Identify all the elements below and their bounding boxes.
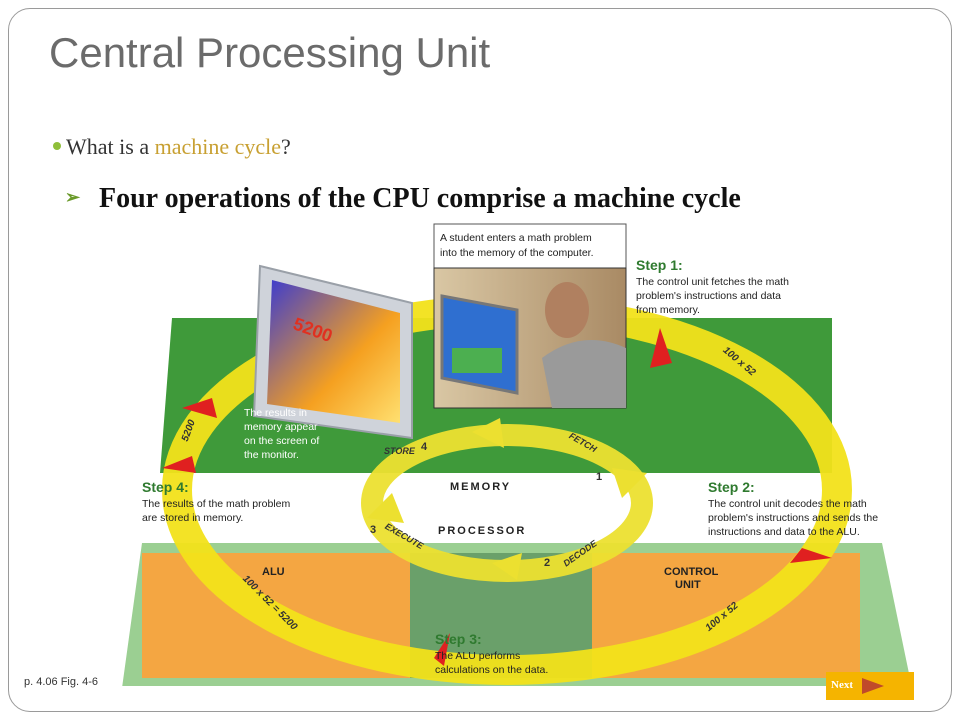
results-line-2: memory appear — [244, 421, 318, 433]
next-button[interactable]: Next — [826, 672, 914, 700]
next-arrow-icon — [862, 678, 884, 694]
svg-text:The results of the math proble: The results of the math problem are stor… — [142, 498, 293, 524]
inner-arrowhead-execute — [367, 493, 404, 523]
red-marker-step4 — [162, 456, 196, 473]
sub-bullet-text: Four operations of the CPU comprise a ma… — [99, 183, 741, 214]
bullet-dot-icon — [53, 141, 61, 150]
cycle-number-4: 4 — [421, 441, 428, 453]
intro-callout — [433, 223, 627, 269]
cycle-store-label: STORE — [384, 446, 416, 456]
intro-line-2: into the memory of the computer. — [440, 247, 594, 259]
cycle-number-1: 1 — [596, 471, 602, 483]
step1-line-1: The control unit fetches the math — [636, 276, 789, 288]
step1-line-2: problem's instructions and data — [636, 290, 781, 302]
step2-line-2: problem's instructions and sends the — [708, 512, 878, 524]
page-title: Central Processing Unit — [49, 29, 491, 76]
svg-text:A student enters a math proble: A student enters a math problem into the… — [440, 232, 595, 259]
step2-line-3: instructions and data to the ALU. — [708, 526, 860, 538]
step2-title: Step 2: — [708, 479, 755, 495]
bullet-highlight: machine cycle — [154, 134, 282, 159]
step3-line-1: The ALU performs — [435, 650, 520, 662]
step4-line-1: The results of the math problem — [142, 498, 290, 510]
control-unit-label-1: CONTROL — [664, 566, 719, 578]
results-line-1: The results in — [244, 407, 307, 419]
svg-text:The control unit decodes the m: The control unit decodes the math proble… — [708, 498, 881, 538]
step4-title: Step 4: — [142, 479, 189, 495]
step1-title: Step 1: — [636, 257, 683, 273]
step2-line-1: The control unit decodes the math — [708, 498, 867, 510]
student-head — [545, 282, 589, 338]
red-marker-step1 — [650, 328, 672, 368]
svg-text:The ALU performs calculati: The ALU performs calculations on the dat… — [435, 650, 548, 676]
control-unit-label-2: UNIT — [675, 579, 701, 591]
results-line-4: the monitor. — [244, 449, 299, 461]
red-marker-step2 — [790, 548, 832, 563]
inner-arrowhead-decode — [492, 553, 522, 580]
monitor-screen — [267, 280, 400, 423]
intro-line-1: A student enters a math problem — [440, 232, 592, 244]
cycle-number-2: 2 — [544, 557, 550, 569]
arrow-bullet-icon: ➢ — [65, 187, 81, 208]
inner-arrowhead-fetch — [612, 468, 647, 498]
red-marker-monitor — [182, 398, 217, 418]
machine-cycle-figure: 5200 A student enters a math problem int… — [122, 223, 912, 686]
step4-line-2: are stored in memory. — [142, 512, 243, 524]
step3-title: Step 3: — [435, 631, 482, 647]
memory-label: MEMORY — [450, 481, 511, 493]
sub-bullet: ➢ Four operations of the CPU comprise a m… — [65, 183, 741, 215]
results-line-3: on the screen of — [244, 435, 319, 447]
svg-text:CONTROL UNIT: CONTROL UNIT — [664, 566, 721, 591]
student-body — [542, 340, 626, 408]
processor-label: PROCESSOR — [438, 525, 526, 537]
bullet-text-before: What is a — [66, 134, 155, 159]
inner-arrowhead-store — [472, 418, 504, 448]
cycle-number-3: 3 — [370, 524, 376, 536]
next-label: Next — [831, 679, 853, 691]
svg-text:The results in memory appe: The results in memory appear on the scre… — [244, 407, 322, 461]
svg-text:The control unit fetches the m: The control unit fetches the math proble… — [636, 276, 792, 316]
alu-label: ALU — [262, 566, 285, 578]
bullet-question: What is a machine cycle? — [53, 134, 291, 160]
step1-line-3: from memory. — [636, 304, 700, 316]
figure-caption: p. 4.06 Fig. 4-6 — [24, 676, 98, 688]
red-marker-step3 — [434, 633, 450, 666]
step3-line-2: calculations on the data. — [435, 664, 548, 676]
photo-monitor — [440, 294, 519, 395]
bullet-text-after: ? — [281, 134, 291, 159]
